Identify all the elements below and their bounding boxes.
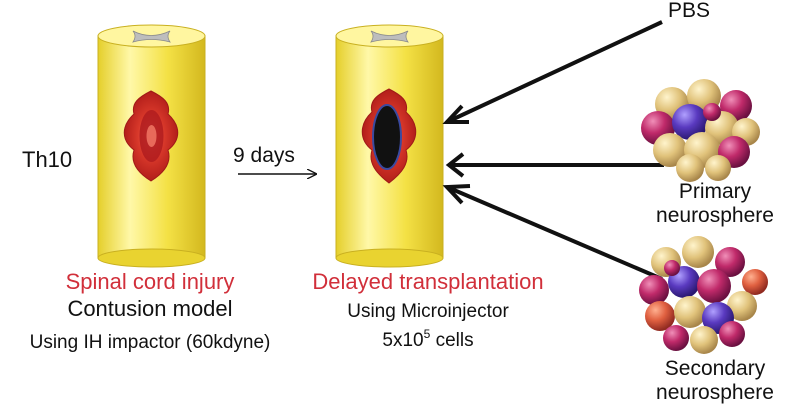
- pbs-arrowhead: [442, 104, 469, 124]
- cell-count-exponent: 5: [423, 326, 431, 341]
- primary-neurosphere-icon: [641, 79, 760, 182]
- secondary-arrow: [446, 185, 663, 281]
- primary-label-line1: Primary: [678, 180, 752, 203]
- cell-count-unit: cells: [430, 330, 474, 351]
- delayed-transplantation-title: Delayed transplantation: [312, 269, 544, 294]
- pbs-arrow: [446, 20, 663, 124]
- impactor-label: Using IH impactor (60kdyne): [29, 332, 271, 353]
- pbs-label: PBS: [668, 0, 711, 22]
- injection-arrows: [442, 20, 664, 281]
- secondary-label-line1: Secondary: [664, 357, 766, 380]
- primary-neurosphere-label: Primary neurosphere: [640, 180, 787, 227]
- microinjector-label: Using Microinjector: [347, 301, 509, 322]
- delayed-transplantation-illustration: [335, 24, 444, 268]
- secondary-neurosphere-icon: [639, 236, 768, 354]
- spinal-cord-injury-title: Spinal cord injury: [65, 269, 235, 294]
- secondary-label-line2: neurosphere: [656, 380, 774, 404]
- cell-count-label: 5x105 cells: [268, 328, 588, 351]
- secondary-neurosphere-label: Secondary neurosphere: [640, 357, 787, 404]
- primary-label-line2: neurosphere: [656, 203, 774, 227]
- cell-count-base: 5x10: [382, 330, 424, 351]
- contusion-model-label: Contusion model: [67, 296, 233, 321]
- th10-label: Th10: [22, 147, 73, 172]
- nine-days-label: 9 days: [233, 144, 295, 167]
- spinal-cord-injury-illustration: [97, 24, 206, 268]
- secondary-arrowhead: [442, 184, 471, 205]
- primary-arrowhead: [445, 152, 465, 178]
